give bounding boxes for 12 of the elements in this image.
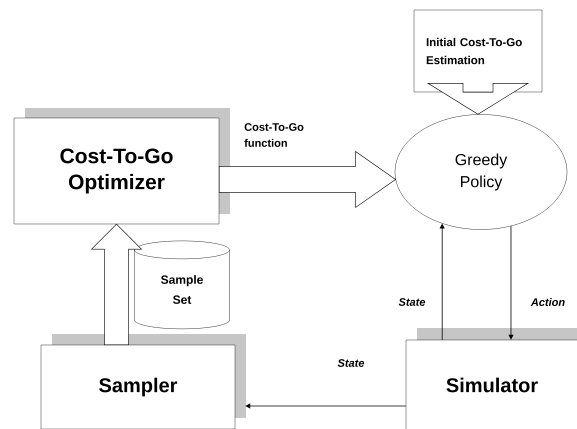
block-arrow <box>218 150 396 208</box>
edge-label: Action <box>530 298 565 306</box>
sampler-box: Sampler <box>40 334 246 429</box>
optimizer-box: Cost-To-Go Optimizer <box>14 108 230 224</box>
edge-label: State <box>398 298 426 306</box>
database-cylinder: Sample Set <box>134 240 230 330</box>
block-arrow <box>426 83 530 115</box>
edge-label: Cost-To-Go function <box>244 123 304 147</box>
edge-label: State <box>338 359 364 367</box>
estimation-box: Initial Cost-To-Go Estimation <box>414 10 542 92</box>
simulator-box: Simulator <box>406 328 577 429</box>
block-arrow <box>90 224 142 346</box>
